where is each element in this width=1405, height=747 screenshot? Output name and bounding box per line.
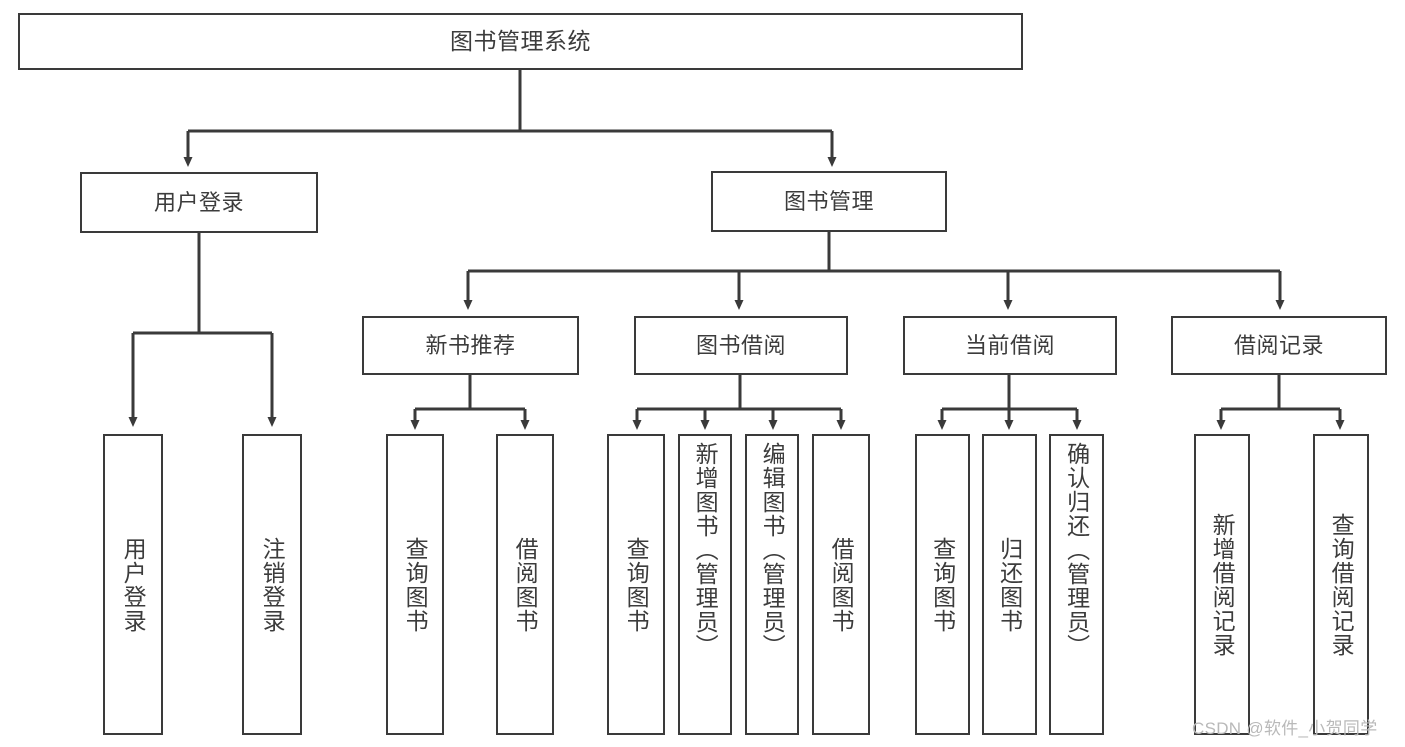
node-current-borrowing[interactable]: 当前借阅: [903, 316, 1117, 375]
node-label: 新书推荐: [425, 332, 516, 358]
node-leaf-borrow-edit-book[interactable]: 编辑图书（管理员）: [745, 434, 799, 735]
node-new-book-recommendation[interactable]: 新书推荐: [362, 316, 579, 375]
node-leaf-rec-query-book[interactable]: 查询图书: [386, 434, 444, 735]
node-label: 确认归还（管理员）: [1063, 442, 1090, 658]
node-label: 编辑图书（管理员）: [759, 442, 786, 658]
node-borrowing-records[interactable]: 借阅记录: [1171, 316, 1387, 375]
node-leaf-logout[interactable]: 注销登录: [242, 434, 302, 735]
node-label: 图书借阅: [695, 332, 786, 358]
node-leaf-add-borrow-record[interactable]: 新增借阅记录: [1194, 434, 1250, 735]
node-label: 用户登录: [153, 189, 244, 215]
node-leaf-cur-query-book[interactable]: 查询图书: [915, 434, 970, 735]
node-label: 注销登录: [259, 536, 286, 633]
node-label: 当前借阅: [964, 332, 1055, 358]
node-label: 查询借阅记录: [1328, 512, 1355, 657]
node-leaf-borrow-borrow-book[interactable]: 借阅图书: [812, 434, 870, 735]
node-leaf-cur-confirm-return[interactable]: 确认归还（管理员）: [1049, 434, 1104, 735]
node-label: 借阅图书: [512, 536, 539, 633]
node-user-login[interactable]: 用户登录: [80, 172, 318, 233]
node-label: 归还图书: [996, 536, 1023, 633]
node-label: 新增图书（管理员）: [692, 442, 719, 658]
node-leaf-user-login[interactable]: 用户登录: [103, 434, 163, 735]
node-book-management[interactable]: 图书管理: [711, 171, 947, 232]
node-root-book-management-system[interactable]: 图书管理系统: [18, 13, 1023, 70]
node-label: 查询图书: [623, 536, 650, 633]
node-leaf-query-borrow-record[interactable]: 查询借阅记录: [1313, 434, 1369, 735]
node-label: 新增借阅记录: [1209, 512, 1236, 657]
node-label: 图书管理系统: [450, 27, 591, 54]
node-label: 借阅图书: [828, 536, 855, 633]
node-book-borrowing[interactable]: 图书借阅: [634, 316, 848, 375]
node-label: 图书管理: [783, 188, 874, 214]
node-leaf-borrow-query-book[interactable]: 查询图书: [607, 434, 665, 735]
node-leaf-rec-borrow-book[interactable]: 借阅图书: [496, 434, 554, 735]
node-leaf-cur-return-book[interactable]: 归还图书: [982, 434, 1037, 735]
node-label: 查询图书: [929, 536, 956, 633]
csdn-watermark: CSDN @软件_小贺同学: [1192, 719, 1378, 738]
node-leaf-borrow-add-book[interactable]: 新增图书（管理员）: [678, 434, 732, 735]
node-label: 查询图书: [402, 536, 429, 633]
node-label: 用户登录: [120, 536, 147, 633]
node-label: 借阅记录: [1233, 332, 1324, 358]
